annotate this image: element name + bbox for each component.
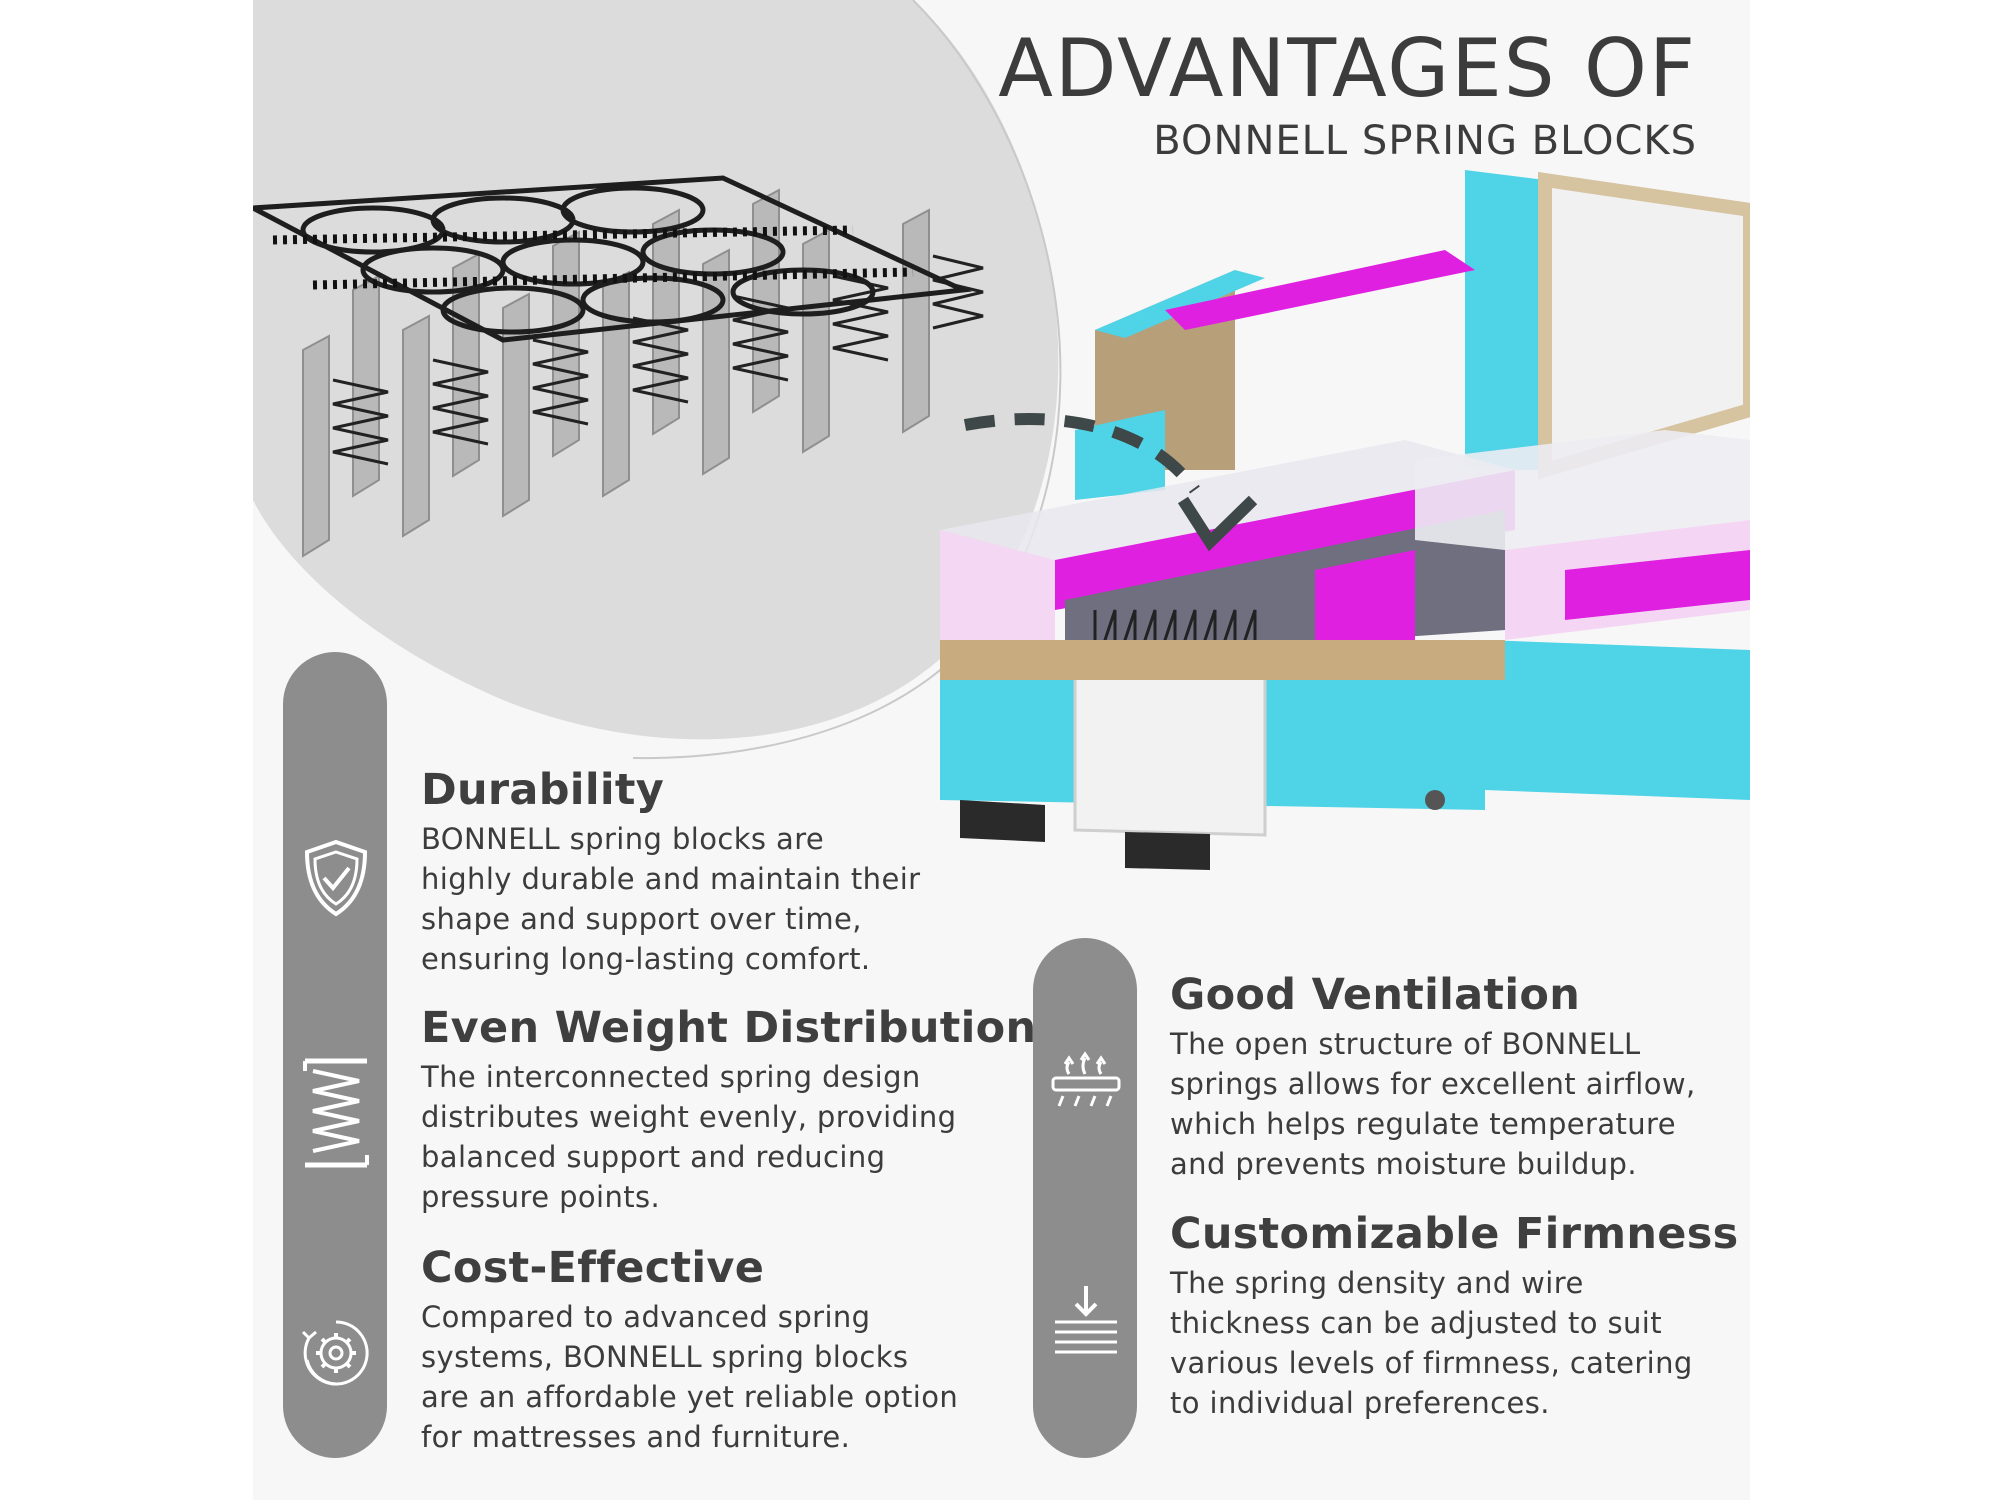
airflow-icon <box>1051 1051 1121 1107</box>
feature-even-weight-distribution: Even Weight Distribution The interconnec… <box>421 1003 1037 1217</box>
page-title: ADVANTAGES OF <box>998 22 1697 115</box>
shield-check-icon <box>304 839 368 917</box>
feature-title: Customizable Firmness <box>1170 1209 1739 1259</box>
feature-text: The spring density and wire thickness ca… <box>1170 1266 1693 1420</box>
feature-text: Compared to advanced spring systems, BON… <box>421 1300 959 1454</box>
left-icon-pill <box>283 652 387 1458</box>
feature-text: The open structure of BONNELL springs al… <box>1170 1027 1696 1181</box>
infographic-panel: ADVANTAGES OF BONNELL SPRING BLOCKS <box>253 0 1750 1500</box>
spring-coil-icon <box>303 1058 369 1168</box>
feature-durability: Durability BONNELL spring blocks are hig… <box>421 765 1021 979</box>
feature-text: The interconnected spring design distrib… <box>421 1060 957 1214</box>
feature-good-ventilation: Good Ventilation The open structure of B… <box>1170 970 1750 1184</box>
feature-text: BONNELL spring blocks are highly durable… <box>421 822 921 976</box>
page-subtitle: BONNELL SPRING BLOCKS <box>1153 118 1697 164</box>
feature-title: Cost-Effective <box>421 1243 765 1293</box>
gear-cycle-icon <box>301 1320 369 1386</box>
right-icon-pill <box>1033 938 1137 1458</box>
feature-title: Good Ventilation <box>1170 970 1581 1020</box>
feature-title: Even Weight Distribution <box>421 1003 1037 1053</box>
spring-block-closeup <box>253 0 1062 760</box>
sofa-cross-section-illustration <box>940 170 1750 870</box>
pressure-layers-icon <box>1055 1286 1117 1354</box>
feature-cost-effective: Cost-Effective Compared to advanced spri… <box>421 1243 1021 1457</box>
feature-title: Durability <box>421 765 665 815</box>
feature-customizable-firmness: Customizable Firmness The spring density… <box>1170 1209 1750 1423</box>
